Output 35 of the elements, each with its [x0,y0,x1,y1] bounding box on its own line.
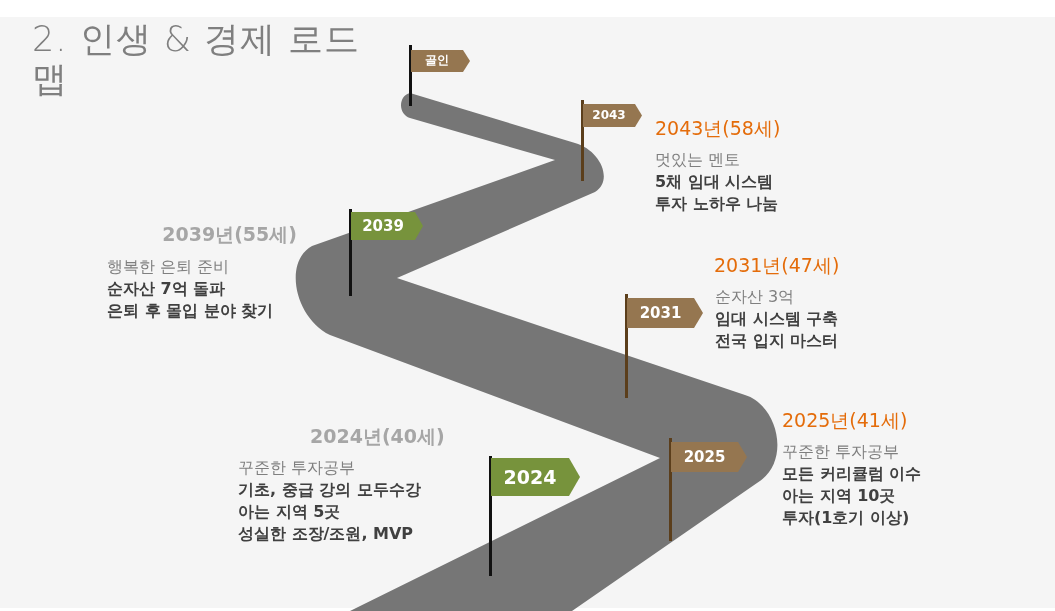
flag-label: 2024 [503,466,557,488]
subtitle-text: 순자산 3억 [715,287,795,307]
year-heading: 2031년(47세) [714,254,840,277]
goal-text: 기초, 중급 강의 모두수강 [238,480,421,500]
flag [671,442,747,472]
goal-text: 아는 지역 5곳 [238,502,341,522]
year-heading: 2024년(40세) [310,425,445,448]
subtitle-text: 꾸준한 투자공부 [782,442,900,462]
flag-label: 2025 [683,448,726,466]
goal-text: 은퇴 후 몰입 분야 찾기 [107,301,274,321]
year-heading: 2043년(58세) [655,117,781,140]
flag [411,50,470,72]
flag [583,104,642,127]
subtitle-text: 꾸준한 투자공부 [238,458,356,478]
flag-label: 2043 [592,108,626,123]
flag-label: 골인 [425,54,449,68]
goal-text: 투자 노하우 나눔 [655,194,779,214]
flag [351,212,423,240]
goal-text: 전국 입지 마스터 [715,331,839,351]
subtitle-text: 행복한 은퇴 준비 [107,257,230,277]
goal-text: 5채 임대 시스템 [655,172,774,192]
flag [491,458,580,496]
year-heading: 2039년(55세) [162,223,297,246]
flag-label: 2031 [639,304,682,322]
goal-text: 성실한 조장/조원, MVP [238,524,414,544]
goal-text: 아는 지역 10곳 [782,486,896,506]
flag [627,298,703,328]
subtitle-text: 멋있는 멘토 [655,150,741,170]
flag-label: 2039 [362,217,404,235]
page-title: 2. 인생 & 경제 로드맵 [32,20,362,100]
goal-text: 모든 커리큘럼 이수 [782,464,922,484]
goal-text: 투자(1호기 이상) [782,508,910,528]
year-heading: 2025년(41세) [782,409,908,432]
goal-text: 임대 시스템 구축 [715,309,839,329]
goal-text: 순자산 7억 돌파 [107,279,226,299]
